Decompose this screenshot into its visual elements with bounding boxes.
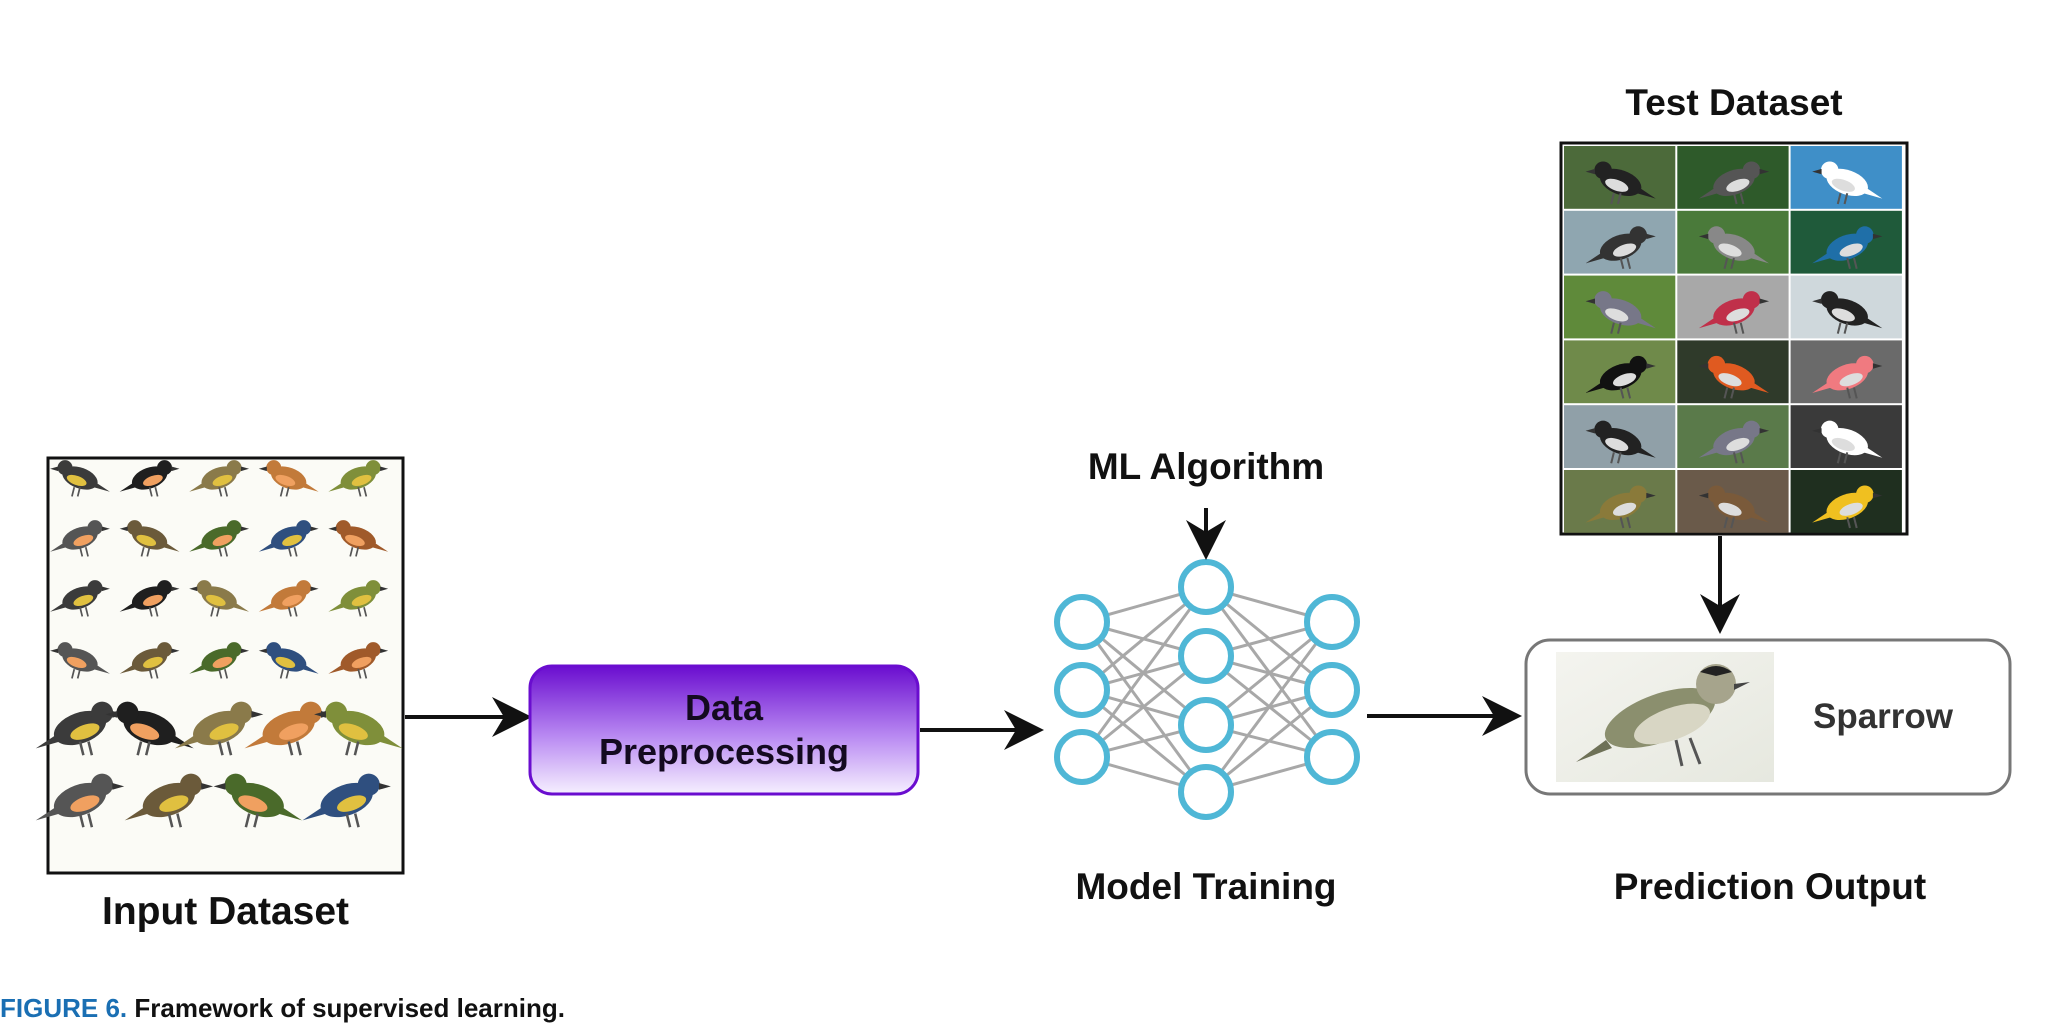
bird-illustration xyxy=(1812,420,1883,464)
bird-illustration xyxy=(1698,485,1770,529)
bird-illustration xyxy=(1812,355,1883,399)
bird-illustration xyxy=(1585,161,1656,205)
bird-illustration xyxy=(119,460,180,497)
bird-illustration xyxy=(1585,420,1656,464)
bird-illustration xyxy=(119,642,180,679)
bird-illustration xyxy=(189,580,250,617)
bird-illustration xyxy=(1698,161,1770,205)
network-neuron xyxy=(1304,729,1360,785)
data-preprocessing-label-line1: Data xyxy=(684,687,764,728)
neural-network xyxy=(1054,559,1360,820)
bird-illustration xyxy=(35,701,125,756)
network-neuron xyxy=(1304,594,1360,650)
bird-illustration xyxy=(1812,291,1883,334)
bird-illustration xyxy=(1812,485,1883,529)
bird-illustration xyxy=(189,520,250,557)
bird-illustration xyxy=(1698,355,1770,399)
network-neuron xyxy=(1054,729,1110,785)
network-connection xyxy=(1080,586,1208,758)
figure-caption-text: Framework of supervised learning. xyxy=(134,993,565,1023)
bird-illustration xyxy=(124,773,214,828)
bird-illustration xyxy=(302,773,391,828)
network-neuron xyxy=(1304,662,1360,718)
data-preprocessing-label-line2: Preprocessing xyxy=(598,731,850,772)
bird-illustration xyxy=(258,520,319,557)
input-dataset-label: Input Dataset xyxy=(101,890,350,933)
bird-illustration xyxy=(50,642,110,679)
bird-illustration xyxy=(328,580,389,617)
figure-caption: FIGURE 6. Framework of supervised learni… xyxy=(0,993,565,1024)
bird-illustration xyxy=(1585,485,1656,529)
bird-illustration xyxy=(50,460,110,497)
bird-illustration xyxy=(189,460,250,497)
test-dataset-label: Test Dataset xyxy=(1625,82,1843,123)
bird-illustration xyxy=(174,701,264,756)
bird-illustration xyxy=(1585,226,1656,270)
bird-illustration xyxy=(314,701,403,756)
bird-illustration xyxy=(1698,226,1770,270)
model-training-label: Model Training xyxy=(1075,866,1337,907)
bird-illustration xyxy=(258,642,319,679)
bird-illustration xyxy=(1585,291,1656,334)
bird-illustration xyxy=(105,701,194,756)
bird-illustration xyxy=(189,642,250,679)
prediction-output-label: Prediction Output xyxy=(1613,866,1927,907)
network-neuron xyxy=(1178,697,1234,753)
bird-illustration xyxy=(328,642,389,679)
bird-illustration xyxy=(119,520,180,557)
bird-illustration xyxy=(35,773,125,828)
input-dataset-image xyxy=(35,456,405,875)
predicted-bird-image xyxy=(1556,652,1774,782)
network-neuron xyxy=(1054,594,1110,650)
network-neuron xyxy=(1178,764,1234,820)
test-dataset-image-grid xyxy=(1559,141,1909,536)
bird-illustration xyxy=(50,580,110,617)
bird-illustration xyxy=(1585,355,1656,399)
network-neuron xyxy=(1054,662,1110,718)
predicted-class-label: Sparrow xyxy=(1812,697,1954,736)
data-preprocessing-box xyxy=(528,664,920,796)
bird-illustration xyxy=(258,580,319,617)
data-preprocessing-label: Data Preprocessing xyxy=(530,686,918,774)
figure-number: FIGURE 6. xyxy=(0,993,128,1023)
bird-illustration xyxy=(328,520,389,557)
bird-illustration xyxy=(1812,161,1883,205)
bird-illustration xyxy=(1698,291,1770,334)
network-neuron xyxy=(1178,559,1234,615)
ml-algorithm-label: ML Algorithm xyxy=(1087,446,1325,487)
bird-illustration xyxy=(50,520,110,557)
bird-illustration xyxy=(1698,420,1770,464)
prediction-output-box xyxy=(1524,638,2012,796)
bird-illustration xyxy=(213,773,302,828)
network-neuron xyxy=(1178,628,1234,684)
bird-illustration xyxy=(258,460,319,497)
bird-illustration xyxy=(119,580,180,617)
bird-illustration xyxy=(328,460,389,497)
bird-illustration xyxy=(1812,226,1883,270)
network-connection xyxy=(1204,621,1334,793)
